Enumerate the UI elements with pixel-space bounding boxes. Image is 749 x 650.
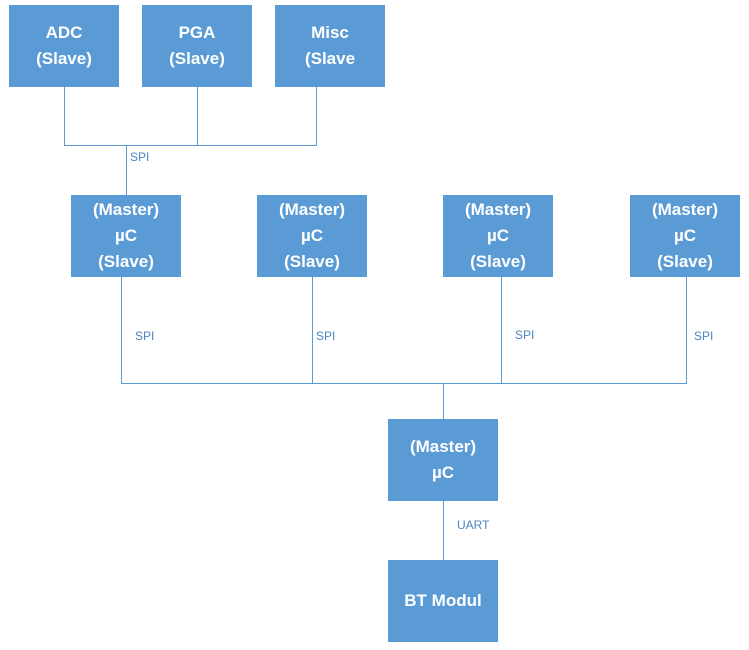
- uc-box-4-line2: µC: [673, 226, 697, 245]
- uc-box-3-line3: (Slave): [470, 252, 526, 271]
- adc-slave-box: ADC (Slave): [9, 5, 119, 87]
- uc-box-4-line1: (Master): [651, 200, 719, 219]
- master-box-line1: (Master): [409, 437, 477, 456]
- uc-box-2-line3: (Slave): [284, 252, 340, 271]
- connector-uc1-down: [121, 277, 122, 383]
- spi-label-4: SPI: [694, 329, 714, 343]
- pga-box-title: PGA: [178, 23, 216, 42]
- uc-box-3-line1: (Master): [464, 200, 532, 219]
- uc-box-1: (Master) µC (Slave): [71, 195, 181, 277]
- uc-box-3: (Master) µC (Slave): [443, 195, 553, 277]
- spi-label-top: SPI: [130, 150, 150, 164]
- uc-box-1-line2: µC: [114, 226, 138, 245]
- connector-uc2-down: [312, 277, 313, 383]
- bt-module-label: BT Modul: [404, 591, 482, 610]
- uc-box-1-line1: (Master): [92, 200, 160, 219]
- adc-box-role: (Slave): [36, 49, 92, 68]
- connector-uart: [443, 501, 444, 560]
- connector-slave-bus: [64, 145, 317, 146]
- pga-slave-box: PGA (Slave): [142, 5, 252, 87]
- connector-uc4-down: [686, 277, 687, 383]
- connector-misc-down: [316, 87, 317, 145]
- spi-label-3: SPI: [515, 328, 535, 342]
- spi-label-2: SPI: [316, 329, 336, 343]
- uc-box-4-line3: (Slave): [657, 252, 713, 271]
- connector-adc-down: [64, 87, 65, 145]
- connector-spi-top: [126, 145, 127, 195]
- adc-box-title: ADC: [45, 23, 83, 42]
- uc-box-3-line2: µC: [486, 226, 510, 245]
- misc-slave-box: Misc (Slave: [275, 5, 385, 87]
- master-box-line2: µC: [431, 463, 455, 482]
- uc-box-4: (Master) µC (Slave): [630, 195, 740, 277]
- uart-label: UART: [457, 518, 490, 532]
- connector-uc3-down: [501, 277, 502, 383]
- uc-box-1-line3: (Slave): [98, 252, 154, 271]
- misc-box-role: (Slave: [304, 49, 356, 68]
- pga-box-role: (Slave): [169, 49, 225, 68]
- misc-box-title: Misc: [311, 23, 349, 42]
- connector-master-up: [443, 383, 444, 419]
- bt-module-box: BT Modul: [388, 560, 498, 642]
- master-uc-box: (Master) µC: [388, 419, 498, 501]
- spi-label-1: SPI: [135, 329, 155, 343]
- uc-box-2-line2: µC: [300, 226, 324, 245]
- connector-pga-down: [197, 87, 198, 145]
- uc-box-2-line1: (Master): [278, 200, 346, 219]
- connector-uc-bus: [121, 383, 687, 384]
- uc-box-2: (Master) µC (Slave): [257, 195, 367, 277]
